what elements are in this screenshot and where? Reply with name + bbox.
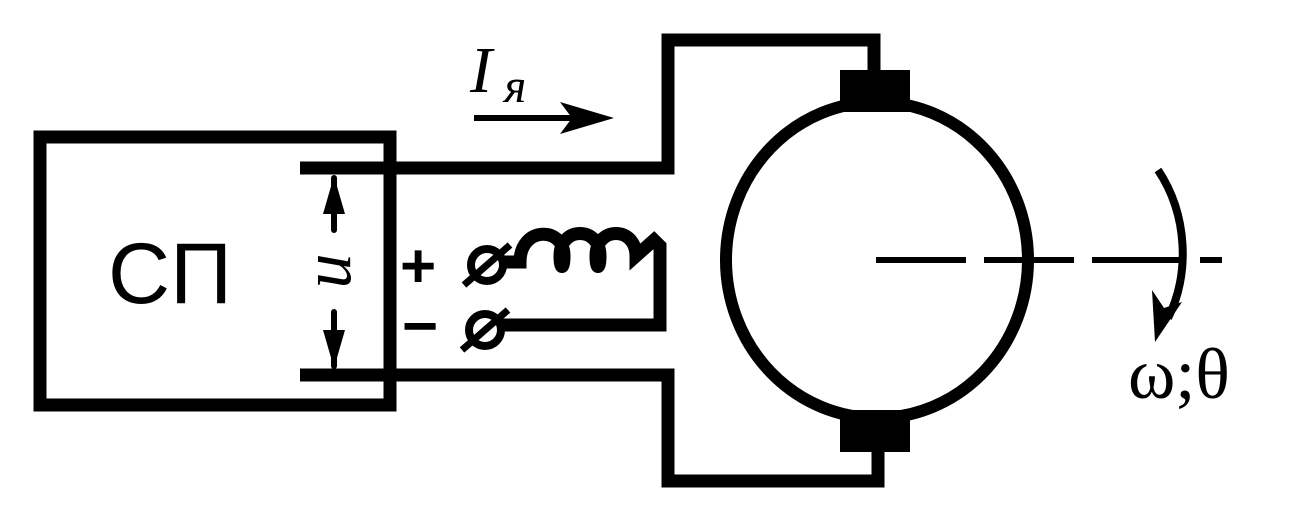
rotation-arrow-icon [1152, 167, 1187, 342]
converter-label: СП [108, 226, 232, 322]
field-coil-icon [500, 227, 667, 332]
voltage-arrow-down-icon [323, 330, 345, 368]
armature-current-label: I я [469, 34, 526, 113]
voltage-label: u [289, 254, 366, 289]
current-subscript: я [502, 60, 526, 113]
voltage-indicator: u [289, 175, 366, 369]
converter-block [33, 130, 397, 412]
speed-angle-label: ω;θ [1128, 334, 1230, 414]
field-winding: + − [400, 227, 667, 361]
minus-label: − [402, 292, 438, 361]
brush-bottom [840, 410, 910, 452]
dc-motor [720, 70, 1222, 452]
armature-wire-bottom [390, 368, 885, 488]
current-symbol: I [469, 34, 495, 107]
armature-wire-top [390, 33, 881, 175]
brush-top [840, 70, 910, 112]
plus-label: + [400, 232, 436, 301]
current-arrow-icon [474, 102, 614, 134]
voltage-arrow-up-icon [323, 176, 345, 214]
